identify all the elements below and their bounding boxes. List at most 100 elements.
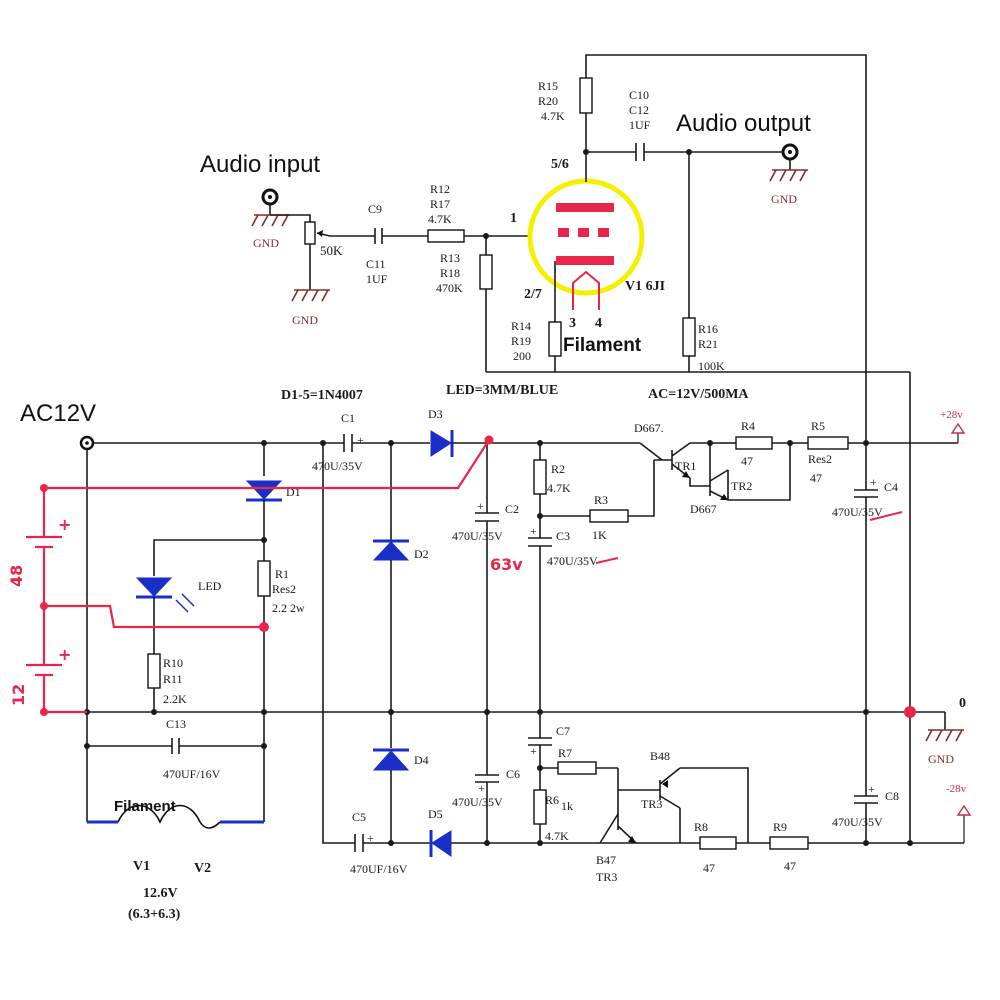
- c6-value: 470U/35V: [452, 795, 503, 809]
- resistor-r9: [769, 836, 809, 850]
- r1-label: R1: [275, 567, 289, 581]
- tr2-label: TR2: [731, 479, 752, 493]
- c4-value: 470U/35V: [832, 505, 883, 519]
- resistor-r7: [557, 761, 597, 775]
- svg-text:+: +: [530, 744, 537, 758]
- tube-pin-56: 5/6: [551, 157, 569, 172]
- r16-value: 100K: [698, 359, 725, 373]
- d5-label: D5: [428, 807, 443, 821]
- resistor-r14: [548, 321, 562, 357]
- led: [135, 577, 195, 613]
- heater-split: (6.3+6.3): [128, 907, 181, 922]
- c8-value: 470U/35V: [832, 815, 883, 829]
- heater-v2: V2: [194, 861, 211, 876]
- r15-label: R15: [538, 79, 558, 93]
- tr3b-label: TR3: [596, 870, 617, 884]
- r6-value: 4.7K: [545, 829, 569, 843]
- r16-label: R16: [698, 322, 718, 336]
- tube-pin-27: 2/7: [524, 287, 542, 302]
- resistor-r2: [533, 459, 547, 495]
- r10-value: 2.2K: [163, 692, 187, 706]
- ac-input-terminal: [79, 435, 95, 451]
- svg-text:+: +: [870, 475, 877, 489]
- heater-voltage: 12.6V: [143, 886, 178, 901]
- r4-label: R4: [741, 419, 755, 433]
- svg-text:+: +: [357, 433, 364, 447]
- c1-value: 470U/35V: [312, 459, 363, 473]
- svg-text:+: +: [58, 645, 71, 664]
- b47-label: B47: [596, 853, 616, 867]
- r8-label: R8: [694, 820, 708, 834]
- r7-label: R7: [558, 746, 572, 760]
- diode-d3: [430, 430, 454, 457]
- hand-63v: 63v: [490, 555, 523, 574]
- c2-value: 470U/35V: [452, 529, 503, 543]
- gnd-label-input: GND: [253, 236, 279, 250]
- c2-label: C2: [505, 502, 519, 516]
- r3-value: 1K: [592, 528, 607, 542]
- c6-label: C6: [506, 767, 520, 781]
- diode-d4: [372, 748, 410, 771]
- resistor-r1: [257, 560, 271, 597]
- svg-text:+: +: [478, 781, 485, 795]
- tube-pin-3: 3: [569, 316, 576, 331]
- svg-text:+: +: [530, 524, 537, 538]
- r17-label: R17: [430, 197, 450, 211]
- r2-value: 4.7K: [547, 481, 571, 495]
- r6-label: R6: [545, 793, 559, 807]
- c4-label: C4: [884, 480, 898, 494]
- resistor-r4: [735, 436, 773, 450]
- r5-res: Res2: [808, 452, 832, 466]
- d667a-label: D667.: [634, 421, 664, 435]
- r13-value: 470K: [436, 281, 463, 295]
- r9-label: R9: [773, 820, 787, 834]
- c11-label: C11: [366, 257, 386, 271]
- c10-value: 1UF: [629, 118, 651, 132]
- note-led: LED=3MM/BLUE: [446, 383, 558, 398]
- tube-pin-1: 1: [510, 211, 517, 226]
- c7-label: C7: [556, 724, 570, 738]
- capacitor-c9: [374, 228, 383, 244]
- transistor-tr3-b47: [599, 810, 637, 844]
- b48-label: B48: [650, 749, 670, 763]
- pot-value: 50K: [320, 243, 343, 258]
- c9-label: C9: [368, 202, 382, 216]
- minus28-label: -28v: [946, 783, 967, 795]
- r14-label: R14: [511, 319, 531, 333]
- diode-d1: [245, 480, 283, 502]
- hand-12: 12: [9, 684, 28, 706]
- note-ac: AC=12V/500MA: [648, 387, 749, 402]
- c9-value: 1UF: [366, 272, 388, 286]
- svg-text:+: +: [868, 782, 875, 796]
- c12-label: C12: [629, 103, 649, 117]
- r15-value: 4.7K: [541, 109, 565, 123]
- r8-value: 47: [703, 861, 715, 875]
- resistor-r10: [147, 653, 161, 689]
- r20-label: R20: [538, 94, 558, 108]
- heater-filament: [87, 804, 264, 829]
- tr3a-label: TR3: [641, 797, 662, 811]
- r11-label: R11: [163, 672, 183, 686]
- diode-d5: [429, 830, 452, 857]
- r5-label: R5: [811, 419, 825, 433]
- svg-text:+: +: [477, 499, 484, 513]
- r1-res: Res2: [272, 582, 296, 596]
- resistor-r3: [589, 509, 629, 523]
- resistor-r16: [682, 317, 696, 357]
- c5-label: C5: [352, 810, 366, 824]
- r12-value: 4.7K: [428, 212, 452, 226]
- r3-label: R3: [594, 493, 608, 507]
- c13-label: C13: [166, 717, 186, 731]
- transistor-tr3-b48: [617, 767, 681, 810]
- audio-output-jack: [769, 143, 808, 182]
- ac12v-label: AC12V: [20, 400, 96, 427]
- plus28-label: +28v: [940, 409, 963, 421]
- r9-value: 47: [784, 859, 796, 873]
- r1-value: 2.2 2w: [272, 601, 305, 615]
- resistor-r5: [807, 436, 849, 450]
- c8-label: C8: [885, 789, 899, 803]
- r13-label: R13: [440, 251, 460, 265]
- transistor-tr1: [639, 442, 691, 479]
- c5-value: 470UF/16V: [350, 862, 408, 876]
